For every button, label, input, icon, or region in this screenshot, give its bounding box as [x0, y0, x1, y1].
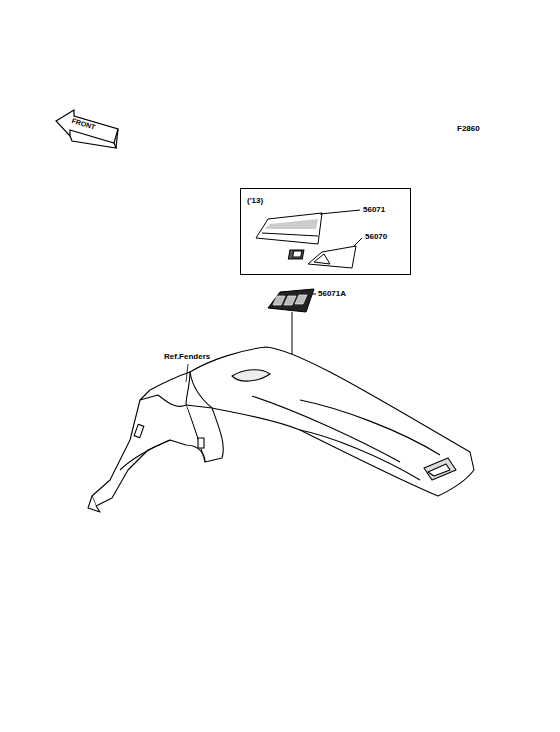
- model-year-note: ('13): [247, 197, 263, 205]
- reference-label: Ref.Fenders: [164, 353, 210, 361]
- callout-number: 56070: [365, 233, 387, 241]
- decal-56070: [288, 238, 362, 268]
- model-year-box: ('13): [240, 188, 411, 275]
- callout-number: 56071: [363, 206, 385, 214]
- figure-number: F2860: [457, 125, 480, 133]
- front-arrow: [56, 110, 118, 148]
- rear-fender: [88, 347, 474, 512]
- callout-number: 56071A: [318, 290, 346, 298]
- decal-56071: [256, 210, 360, 244]
